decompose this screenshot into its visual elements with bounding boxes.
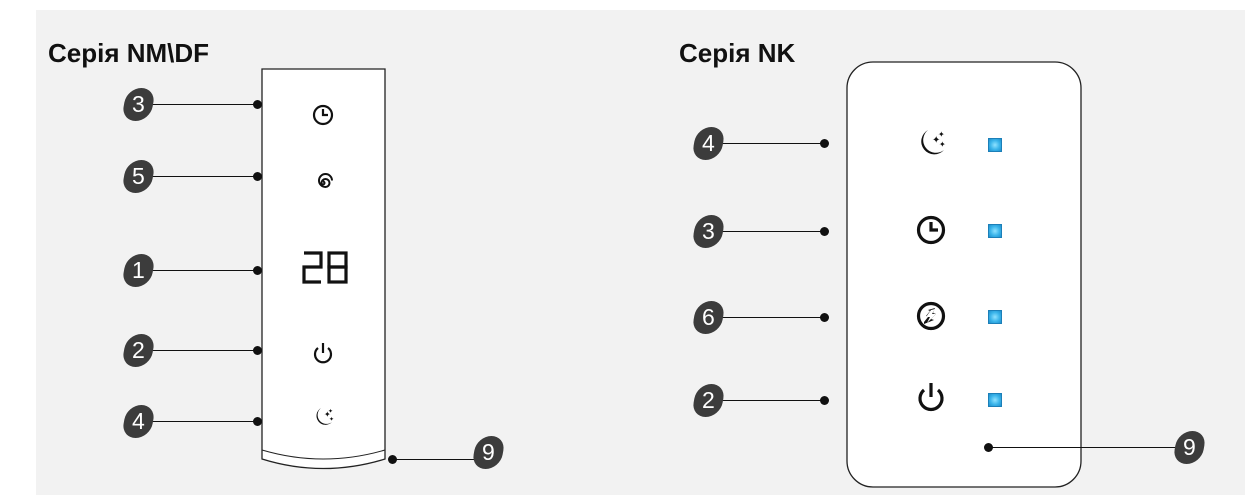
leader-line [140, 350, 258, 351]
svg-text:✦: ✦ [324, 410, 331, 419]
indicator-light [988, 393, 1002, 407]
leader-dot [820, 139, 829, 148]
svg-text:✦: ✦ [329, 416, 334, 423]
leader-line [718, 231, 824, 232]
swirl-icon[interactable] [311, 171, 335, 195]
power-icon[interactable] [915, 380, 947, 414]
leader-line [718, 400, 824, 401]
leader-dot [820, 313, 829, 322]
left-panel-title: Серія NM\DF [48, 38, 210, 68]
leader-dot [253, 417, 262, 426]
power-icon[interactable] [311, 341, 335, 367]
moon-stars-icon[interactable]: ✦ ✦ ✦ [310, 404, 336, 430]
leader-line [990, 447, 1180, 448]
leader-dot [253, 100, 262, 109]
leader-line [140, 104, 258, 105]
leader-dot [253, 346, 262, 355]
leader-line [718, 143, 824, 144]
leader-line [394, 459, 476, 460]
leader-dot [253, 266, 262, 275]
seven-segment-display [302, 251, 348, 284]
svg-text:✦: ✦ [938, 130, 945, 139]
leader-dot [388, 455, 397, 464]
leader-line [140, 176, 258, 177]
indicator-light [988, 224, 1002, 238]
leader-line [718, 317, 824, 318]
turbo-icon[interactable] [915, 300, 947, 332]
leader-dot [253, 172, 262, 181]
svg-text:✦: ✦ [328, 408, 333, 415]
leader-dot [820, 227, 829, 236]
clock-icon[interactable] [311, 103, 335, 127]
indicator-light [988, 138, 1002, 152]
right-panel-title: Серія NK [679, 38, 796, 68]
leader-line [140, 270, 258, 271]
clock-icon[interactable] [915, 214, 947, 246]
svg-text:✦: ✦ [932, 135, 940, 146]
indicator-light [988, 310, 1002, 324]
leader-line [140, 421, 258, 422]
svg-text:✦: ✦ [939, 140, 946, 149]
leader-dot [820, 396, 829, 405]
moon-stars-icon[interactable]: ✦ ✦ ✦ [914, 126, 948, 160]
leader-dot [984, 443, 993, 452]
